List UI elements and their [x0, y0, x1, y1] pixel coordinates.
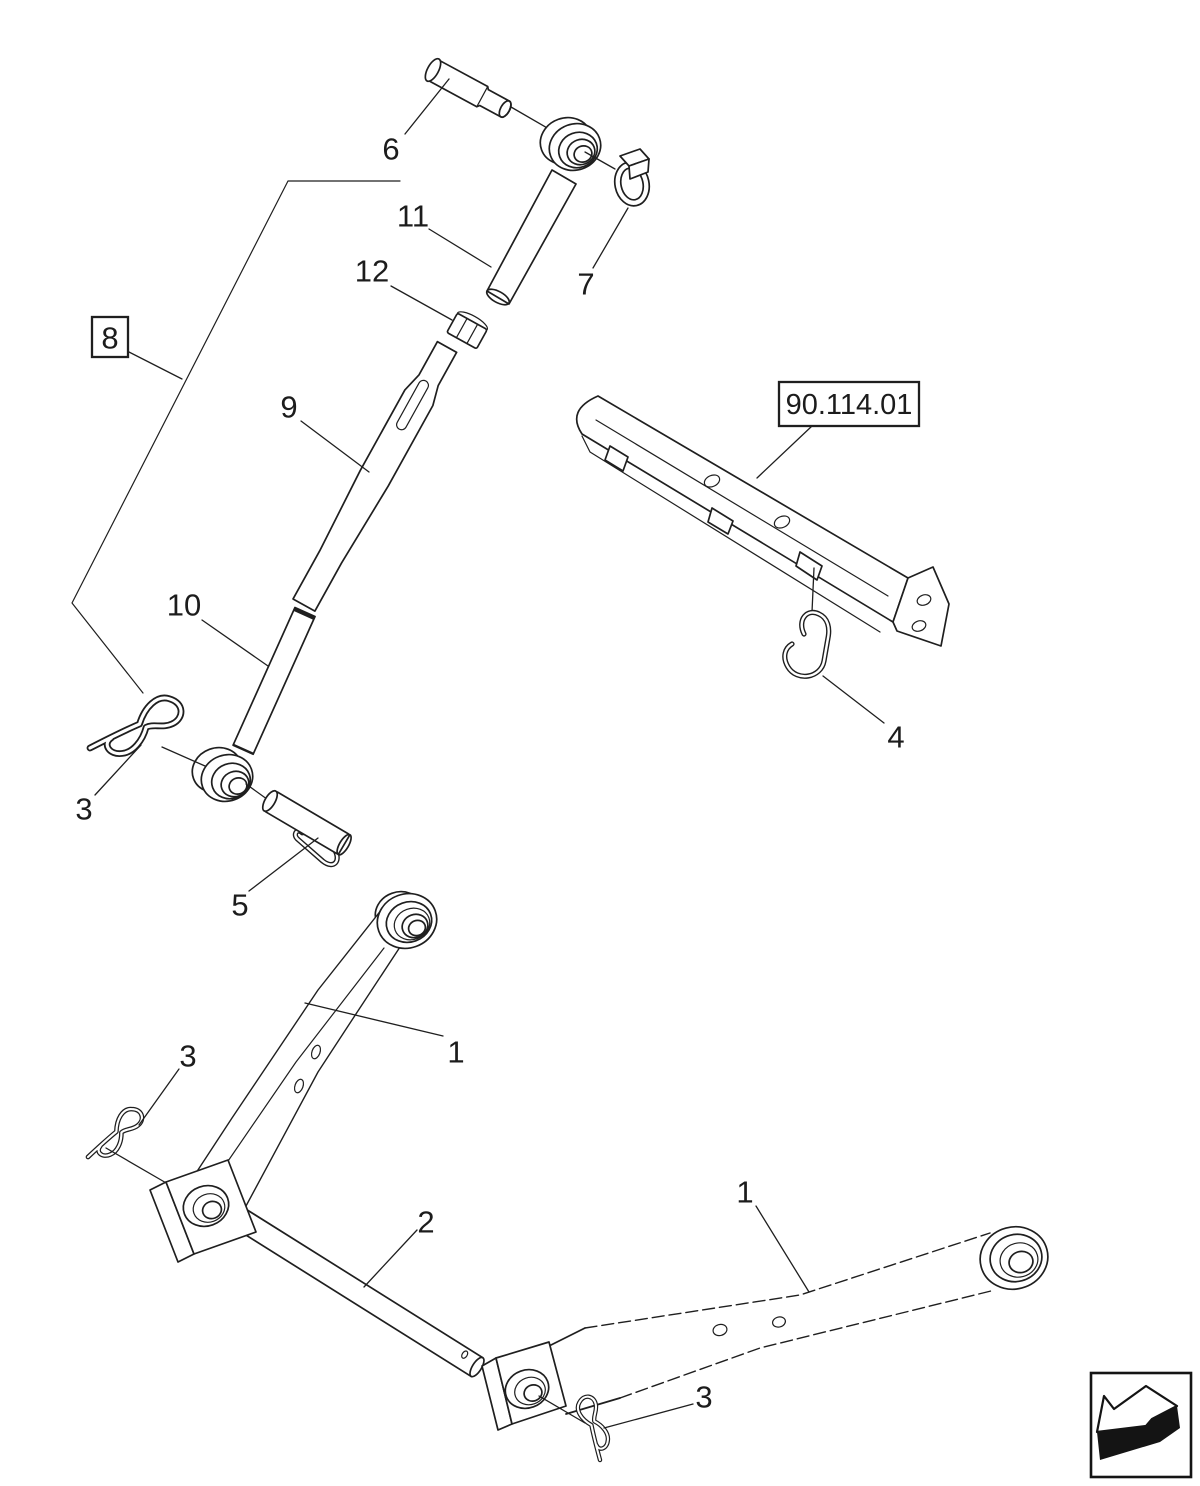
s-hook — [782, 567, 832, 679]
pivot-block-left — [149, 1159, 257, 1263]
callout-3-top[interactable]: 3 — [75, 744, 142, 827]
callout-3-left[interactable]: 3 — [138, 1039, 197, 1126]
callout-3-left-label[interactable]: 3 — [179, 1039, 196, 1074]
section-ref-90-114-01[interactable]: 90.114.01 — [756, 380, 921, 479]
adjuster-nut — [446, 311, 489, 349]
section-ref-label[interactable]: 90.114.01 — [786, 389, 913, 421]
hairpin-bottom-alignment-line — [538, 1395, 586, 1424]
hair-pin-left — [79, 1104, 151, 1166]
stabilizer-bracket — [575, 395, 950, 647]
lower-pin-with-handle — [261, 789, 352, 868]
callout-9-label[interactable]: 9 — [280, 390, 297, 425]
callout-11[interactable]: 11 — [397, 199, 492, 268]
callout-5-label[interactable]: 5 — [231, 888, 248, 923]
pivot-block-center — [481, 1341, 567, 1431]
upper-link-ball-end — [485, 116, 602, 306]
callout-10-label[interactable]: 10 — [167, 588, 201, 623]
callout-11-label[interactable]: 11 — [397, 199, 429, 234]
callout-10[interactable]: 10 — [167, 588, 269, 667]
callout-1-left-label[interactable]: 1 — [447, 1035, 464, 1070]
callout-3-bottom-label[interactable]: 3 — [695, 1380, 712, 1415]
previous-diagram-arrow-icon — [1095, 1384, 1180, 1460]
callout-2[interactable]: 2 — [363, 1205, 435, 1288]
callout-7[interactable]: 7 — [577, 207, 629, 302]
callout-12-label[interactable]: 12 — [355, 254, 389, 289]
group-ref-8[interactable]: 8 — [90, 315, 183, 380]
callout-9[interactable]: 9 — [280, 390, 370, 473]
group-ref-8-label[interactable]: 8 — [101, 321, 118, 356]
callout-7-label[interactable]: 7 — [577, 267, 594, 302]
pin-alignment-line — [510, 106, 550, 130]
top-link-lower-tube — [232, 606, 316, 756]
callout-6[interactable]: 6 — [382, 78, 450, 167]
hairpin-left-alignment-line — [105, 1147, 169, 1185]
cross-shaft — [225, 1203, 485, 1378]
turnbuckle-body — [292, 340, 458, 612]
callout-4[interactable]: 4 — [822, 675, 905, 755]
callout-5[interactable]: 5 — [231, 837, 319, 923]
group-8-bracket-line — [71, 180, 401, 694]
lower-link-arm-left — [193, 890, 438, 1207]
top-link-pin — [424, 57, 512, 119]
callout-4-label[interactable]: 4 — [887, 720, 904, 755]
callout-6-label[interactable]: 6 — [382, 132, 399, 167]
prev-diagram-button[interactable] — [1089, 1371, 1193, 1479]
hair-pin-top — [82, 693, 188, 763]
callout-3-bottom[interactable]: 3 — [603, 1380, 713, 1429]
lower-link-arm-right — [516, 1225, 1049, 1415]
hairpin-alignment-line — [161, 746, 206, 767]
lower-link-ball-end — [191, 746, 254, 803]
callout-2-label[interactable]: 2 — [417, 1205, 434, 1240]
callout-1-right-label[interactable]: 1 — [736, 1175, 753, 1210]
callout-3-top-label[interactable]: 3 — [75, 792, 92, 827]
callout-1-right[interactable]: 1 — [736, 1175, 810, 1293]
top-link-assembly — [71, 57, 651, 868]
callout-12[interactable]: 12 — [355, 254, 453, 321]
callout-1-left[interactable]: 1 — [304, 1002, 465, 1070]
linch-pin-clip — [613, 148, 651, 207]
clip-alignment-line — [584, 151, 616, 170]
